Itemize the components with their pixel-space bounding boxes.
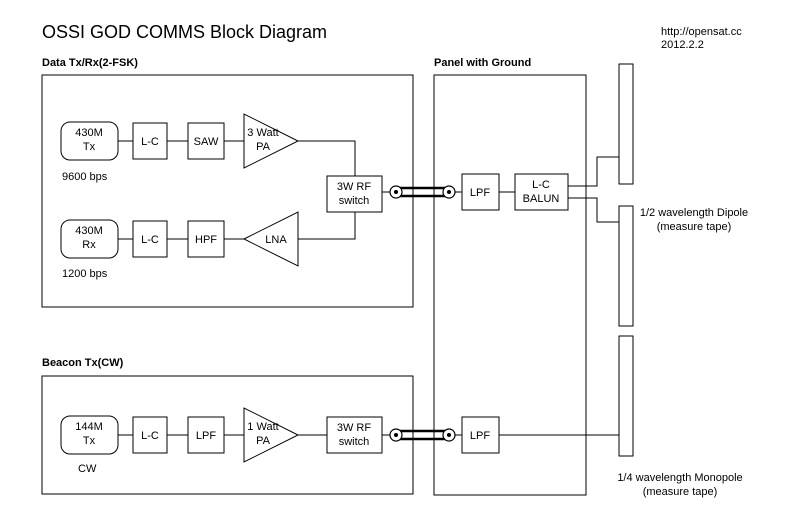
beacon-lpf-block [187, 416, 225, 454]
beacon-coax-cable [389, 428, 456, 442]
tx-source-line2: Tx [83, 141, 96, 153]
panel-lpf-top [461, 173, 500, 211]
page-title: OSSI GOD COMMS Block Diagram [42, 22, 327, 42]
rx-rate: 1200 bps [62, 268, 108, 280]
diagram-date: 2012.2.2 [661, 39, 704, 51]
wire-rx-lna-switch [298, 212, 356, 240]
balun-line1: L-C [532, 179, 550, 191]
beacon-lc-label: L-C [141, 430, 159, 442]
data-rf-switch [326, 175, 383, 213]
saw-filter-block [187, 122, 225, 160]
dipole-label-line1: 1/2 wavelength Dipole [640, 207, 748, 219]
panel-lpf-top-label: LPF [470, 187, 490, 199]
tx-rate: 9600 bps [62, 171, 108, 183]
tx-pa-line1: 3 Watt [247, 127, 278, 139]
beacon-pa-line2: PA [256, 435, 271, 447]
data-switch-line1: 3W RF [337, 181, 372, 193]
beacon-rf-switch [326, 416, 383, 454]
data-coax-cable [389, 185, 456, 199]
beacon-source-line1: 144M [75, 421, 103, 433]
rx-source-line2: Rx [82, 239, 96, 251]
beacon-144m-source [60, 415, 119, 455]
monopole-label-line1: 1/4 wavelength Monopole [617, 472, 742, 484]
beacon-switch-line2: switch [339, 436, 370, 448]
lna-triangle [242, 211, 299, 267]
dipole-upper-element [618, 63, 634, 185]
beacon-pa-triangle [243, 407, 300, 463]
wire-balun-dipole-lower [568, 197, 619, 223]
tx-pa-triangle [243, 113, 300, 169]
tx-pa-line2: PA [256, 141, 271, 153]
panel-lpf-bottom [461, 416, 500, 454]
panel-lpf-bottom-label: LPF [470, 430, 490, 442]
monopole-label-line2: (measure tape) [643, 486, 718, 498]
hpf-label: HPF [195, 234, 217, 246]
section-label-beacon: Beacon Tx(CW) [42, 357, 124, 369]
rx-lc-label: L-C [141, 234, 159, 246]
panel-ground-frame [433, 74, 587, 496]
hpf-block [187, 220, 225, 258]
data-switch-line2: switch [339, 195, 370, 207]
wire-balun-dipole-upper [568, 156, 619, 187]
balun-line2: BALUN [523, 193, 560, 205]
section-label-data: Data Tx/Rx(2-FSK) [42, 57, 138, 69]
beacon-mode: CW [78, 463, 97, 475]
dipole-label-line2: (measure tape) [657, 221, 732, 233]
tx-lc-block [132, 122, 168, 160]
saw-label: SAW [194, 136, 219, 148]
wire-tx-pa-switch [298, 140, 356, 176]
lc-balun-block [514, 173, 569, 211]
rx-430m-source [60, 219, 119, 259]
beacon-lpf-label: LPF [196, 430, 216, 442]
beacon-pa-line1: 1 Watt [247, 421, 278, 433]
beacon-lc-block [132, 416, 168, 454]
tx-source-line1: 430M [75, 127, 103, 139]
section-label-panel: Panel with Ground [434, 57, 531, 69]
rx-lc-block [132, 220, 168, 258]
beacon-switch-line1: 3W RF [337, 422, 372, 434]
source-url[interactable]: http://opensat.cc [661, 26, 742, 38]
tx-lc-label: L-C [141, 136, 159, 148]
beacon-source-line2: Tx [83, 435, 96, 447]
dipole-lower-element [618, 205, 634, 327]
monopole-element [618, 335, 634, 457]
lna-label: LNA [265, 234, 287, 246]
tx-430m-source [60, 121, 119, 161]
rx-source-line1: 430M [75, 225, 103, 237]
